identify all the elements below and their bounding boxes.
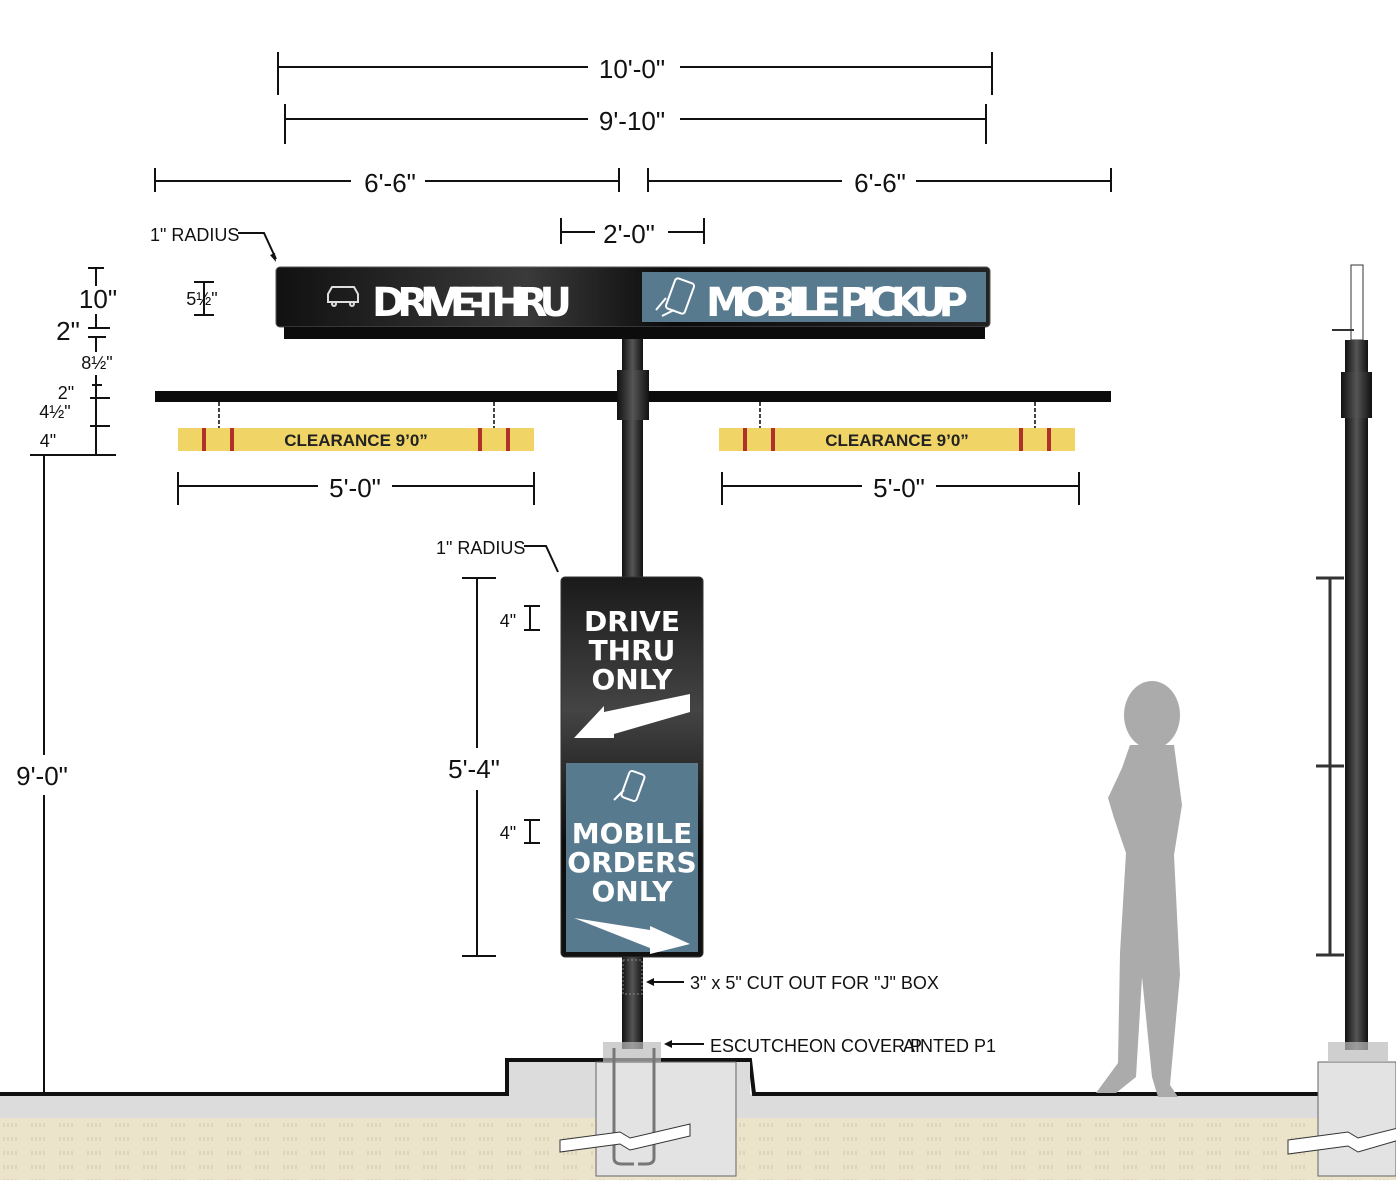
- side-view-pole: [1316, 264, 1388, 1062]
- callout-top-radius: 1" RADIUS: [150, 225, 277, 262]
- dim-stack-left: 10" 2" 8½" 2" 4½" 4" 5½": [30, 267, 218, 456]
- svg-text:ESCUTCHEON COVER P: ESCUTCHEON COVER P: [710, 1036, 922, 1056]
- lower-sign: DRIVE THRU ONLY MOBILE ORDERS ONLY: [560, 576, 704, 958]
- clearance-bar-left: CLEARANCE 9’0”: [178, 428, 534, 451]
- svg-text:CLEARANCE 9’0”: CLEARANCE 9’0”: [825, 431, 969, 450]
- svg-text:4": 4": [40, 431, 56, 451]
- j-box-cutout: [622, 959, 643, 995]
- callout-lower-radius: 1" RADIUS: [436, 538, 559, 573]
- mobile-pickup-panel: [642, 272, 986, 322]
- svg-text:ONLY: ONLY: [592, 663, 674, 696]
- svg-text:2": 2": [56, 316, 80, 346]
- phone-hand-icon: [655, 277, 696, 317]
- dim-right-arm: 6'-6": [647, 168, 1112, 198]
- svg-text:10'-0": 10'-0": [599, 54, 665, 84]
- dim-left-arm: 6'-6": [154, 168, 620, 198]
- svg-text:AINTED P1: AINTED P1: [903, 1036, 996, 1056]
- svg-text:6'-6": 6'-6": [854, 168, 906, 198]
- escutcheon-cover: [603, 1042, 661, 1062]
- svg-text:10": 10": [79, 284, 117, 314]
- svg-text:DRIVE-THRU: DRIVE-THRU: [372, 280, 572, 326]
- svg-text:9'-0": 9'-0": [16, 761, 68, 791]
- svg-text:2": 2": [58, 383, 74, 403]
- ground-section: [0, 1042, 1396, 1180]
- svg-text:MOBILE: MOBILE: [572, 817, 692, 850]
- arrow-right-icon: [574, 900, 690, 954]
- svg-text:5'-0": 5'-0": [329, 473, 381, 503]
- svg-text:4": 4": [500, 611, 516, 631]
- svg-text:6'-6": 6'-6": [364, 168, 416, 198]
- arrow-left-icon: [574, 694, 690, 738]
- pole-collar: [617, 370, 649, 420]
- svg-text:9'-10": 9'-10": [599, 106, 665, 136]
- dim-lower-sign-height: 5'-4" 4" 4": [448, 577, 540, 957]
- dim-clearance-bars: 5'-0" 5'-0": [177, 472, 1080, 505]
- car-icon: [327, 286, 359, 307]
- svg-text:DRIVE: DRIVE: [584, 605, 680, 638]
- dim-overall-height: 9'-0": [16, 455, 68, 1093]
- svg-text:ORDERS: ORDERS: [567, 846, 696, 879]
- svg-text:5'-4": 5'-4": [448, 754, 500, 784]
- svg-text:MOBILE PICKUP: MOBILE PICKUP: [706, 280, 968, 326]
- svg-text:3" x 5" CUT OUT FOR "J" BOX: 3" x 5" CUT OUT FOR "J" BOX: [690, 973, 939, 993]
- anchor-bolts: [612, 1048, 656, 1166]
- svg-text:1" RADIUS: 1" RADIUS: [150, 225, 239, 245]
- phone-hand-icon: [613, 769, 646, 803]
- dim-sign-width: 9'-10": [284, 104, 987, 144]
- dim-post-span: 2'-0": [560, 218, 705, 249]
- svg-text:5'-0": 5'-0": [873, 473, 925, 503]
- top-sign: DRIVE-THRU MOBILE PICKUP: [275, 266, 991, 339]
- svg-text:8½": 8½": [81, 353, 112, 373]
- callout-escutcheon: ESCUTCHEON COVER P AINTED P1: [664, 1036, 996, 1056]
- chains: [218, 402, 1036, 428]
- person-silhouette: [1096, 681, 1182, 1097]
- svg-text:CLEARANCE 9’0”: CLEARANCE 9’0”: [284, 431, 428, 450]
- clearance-bar-right: CLEARANCE 9’0”: [719, 428, 1075, 451]
- dim-overall-width: 10'-0": [277, 52, 993, 95]
- svg-text:5½": 5½": [186, 289, 217, 309]
- svg-text:2'-0": 2'-0": [603, 219, 655, 249]
- svg-text:THRU: THRU: [589, 634, 676, 667]
- callout-j-box: 3" x 5" CUT OUT FOR "J" BOX: [646, 973, 939, 993]
- svg-text:ONLY: ONLY: [592, 875, 674, 908]
- svg-text:4": 4": [500, 823, 516, 843]
- svg-text:1" RADIUS: 1" RADIUS: [436, 538, 525, 558]
- svg-text:4½": 4½": [39, 402, 70, 422]
